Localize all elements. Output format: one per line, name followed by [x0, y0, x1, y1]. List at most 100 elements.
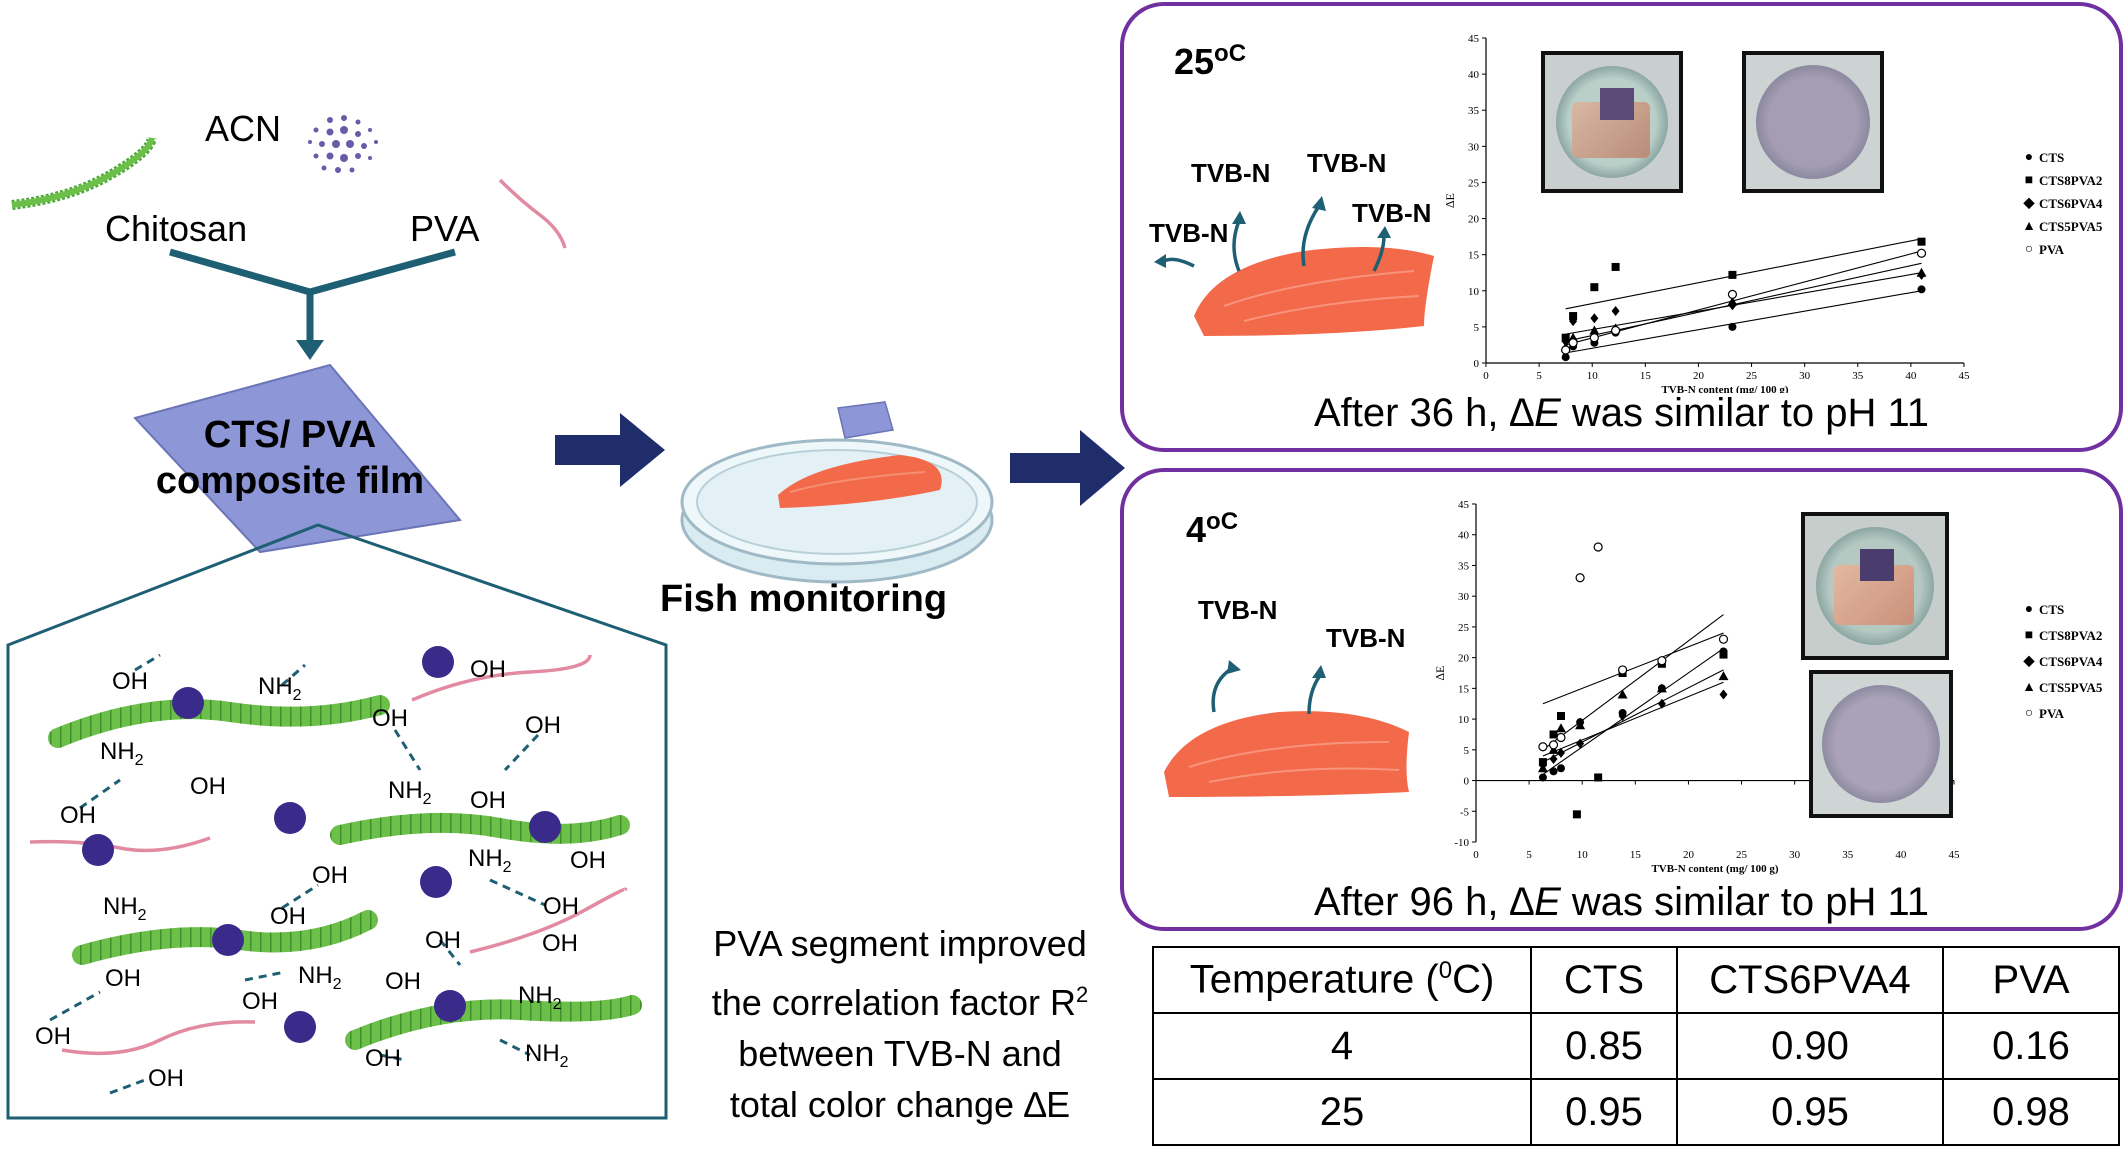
correlation-table: Temperature (0C) CTS CTS6PVA4 PVA 4 0.85… [1152, 946, 2120, 1146]
data-point [1916, 248, 1927, 258]
tvbn-label: TVB-N [1307, 148, 1387, 178]
data-point [1727, 289, 1738, 299]
data-point [1538, 742, 1548, 752]
data-point [1656, 683, 1667, 693]
x-tick-label: 45 [1949, 849, 1961, 861]
group-nh2: NH2 [103, 893, 147, 924]
note-line-4: total color change ∆E [729, 1084, 1071, 1125]
x-tick-label: 40 [1905, 370, 1917, 382]
pva-label: PVA [410, 208, 480, 249]
group-oh: OH [365, 1045, 401, 1072]
data-point [1916, 267, 1927, 277]
y-tick-label: 0 [1464, 776, 1470, 788]
data-point [1561, 336, 1570, 347]
group-nh2: NH2 [468, 845, 512, 876]
data-point [1728, 322, 1737, 331]
x-axis-label: TVB-N content (mg/ 100 g) [1661, 384, 1788, 393]
x-tick-label: 0 [1483, 370, 1489, 382]
group-oh: OH [372, 705, 408, 732]
film-label: CTS/ PVA composite film [130, 408, 450, 508]
y-tick-label: 35 [1468, 105, 1480, 117]
group-nh2: NH2 [388, 777, 432, 808]
chitosan-label: Chitosan [105, 208, 248, 249]
merge-arrow-icon [169, 248, 456, 345]
gas-arrows-icon [1154, 196, 1391, 272]
temp-label: 25oC [1174, 40, 1247, 82]
y-tick-label: -10 [1454, 837, 1469, 849]
note-line-1: PVA segment improved [713, 923, 1087, 964]
acn-dots-icon [308, 115, 378, 173]
legend-item: ▲CTS5PVA5 [2022, 680, 2103, 695]
y-axis-label: ∆E [1443, 193, 1457, 208]
data-point [1594, 773, 1603, 782]
x-tick-label: 30 [1789, 849, 1801, 861]
group-oh: OH [525, 712, 561, 739]
data-point [1611, 262, 1620, 271]
table-cell: 0.16 [1942, 1012, 2120, 1080]
data-point [1719, 650, 1728, 659]
data-point [1617, 689, 1628, 699]
legend-item: ●CTS [2024, 602, 2065, 617]
panel-caption: After 36 h, ∆E was similar to pH 11 [1313, 391, 1930, 435]
acn-beads [82, 646, 561, 1043]
x-tick-label: 10 [1587, 370, 1599, 382]
middle-graphics [555, 401, 1125, 584]
legend-item: ○PVA [2024, 706, 2065, 721]
group-oh: OH [470, 656, 506, 683]
data-point [1593, 542, 1603, 552]
group-oh: OH [105, 965, 141, 992]
x-tick-label: 40 [1895, 849, 1907, 861]
x-tick-label: 35 [1842, 849, 1854, 861]
trend-line [1565, 290, 1922, 354]
data-point [1537, 763, 1548, 773]
tvbn-label: TVB-N [1352, 198, 1432, 228]
data-point [1617, 665, 1628, 675]
y-axis-label: ∆E [1433, 666, 1447, 681]
trend-line [1542, 647, 1724, 775]
data-point [1549, 767, 1558, 776]
data-point [1575, 720, 1586, 730]
y-tick-label: 20 [1468, 214, 1480, 226]
group-oh: OH [470, 787, 506, 814]
group-oh: OH [35, 1023, 71, 1050]
y-tick-label: 40 [1468, 69, 1480, 81]
tvbn-label: TVB-N [1198, 595, 1278, 625]
data-point [1589, 333, 1599, 343]
tvbn-label: TVB-N [1149, 218, 1229, 248]
pva-chains [29, 654, 628, 1056]
table-row: 25 0.95 0.95 0.98 [1152, 1078, 2120, 1146]
note-line-2: the correlation factor R2 [711, 982, 1089, 1023]
data-point [1538, 773, 1547, 782]
y-tick-label: 15 [1468, 250, 1480, 262]
chart-legend: ●CTS ■CTS8PVA2 ◆CTS6PVA4 ▲CTS5PVA5 ○PVA [2022, 146, 2102, 261]
trend-line [1542, 632, 1724, 705]
data-point [1572, 810, 1581, 819]
data-point [1657, 698, 1666, 709]
chitosan-chains [48, 695, 642, 1050]
table-cell: 0.95 [1676, 1078, 1944, 1146]
data-point [1556, 764, 1565, 773]
y-tick-label: 15 [1458, 683, 1470, 695]
table-header-cell: CTS [1530, 946, 1678, 1014]
data-point [1610, 325, 1621, 336]
y-tick-label: 40 [1458, 530, 1470, 542]
data-point [1549, 730, 1558, 739]
table-row: 4 0.85 0.90 0.16 [1152, 1012, 2120, 1080]
x-tick-label: 45 [1959, 370, 1971, 382]
group-nh2: NH2 [100, 738, 144, 769]
data-point [1590, 283, 1599, 292]
x-tick-label: 15 [1640, 370, 1652, 382]
x-tick-label: 15 [1630, 849, 1642, 861]
data-point [1611, 306, 1620, 316]
chitosan-strand-icon [11, 136, 157, 210]
table-cell: 4 [1152, 1012, 1532, 1080]
legend-item: ■CTS8PVA2 [2024, 173, 2103, 188]
acn-label: ACN [205, 108, 282, 149]
trend-line [1542, 669, 1724, 763]
group-oh: OH [542, 930, 578, 957]
x-tick-label: 30 [1799, 370, 1811, 382]
x-tick-label: 20 [1683, 849, 1695, 861]
table-cell: 0.98 [1942, 1078, 2120, 1146]
group-oh: OH [270, 903, 306, 930]
